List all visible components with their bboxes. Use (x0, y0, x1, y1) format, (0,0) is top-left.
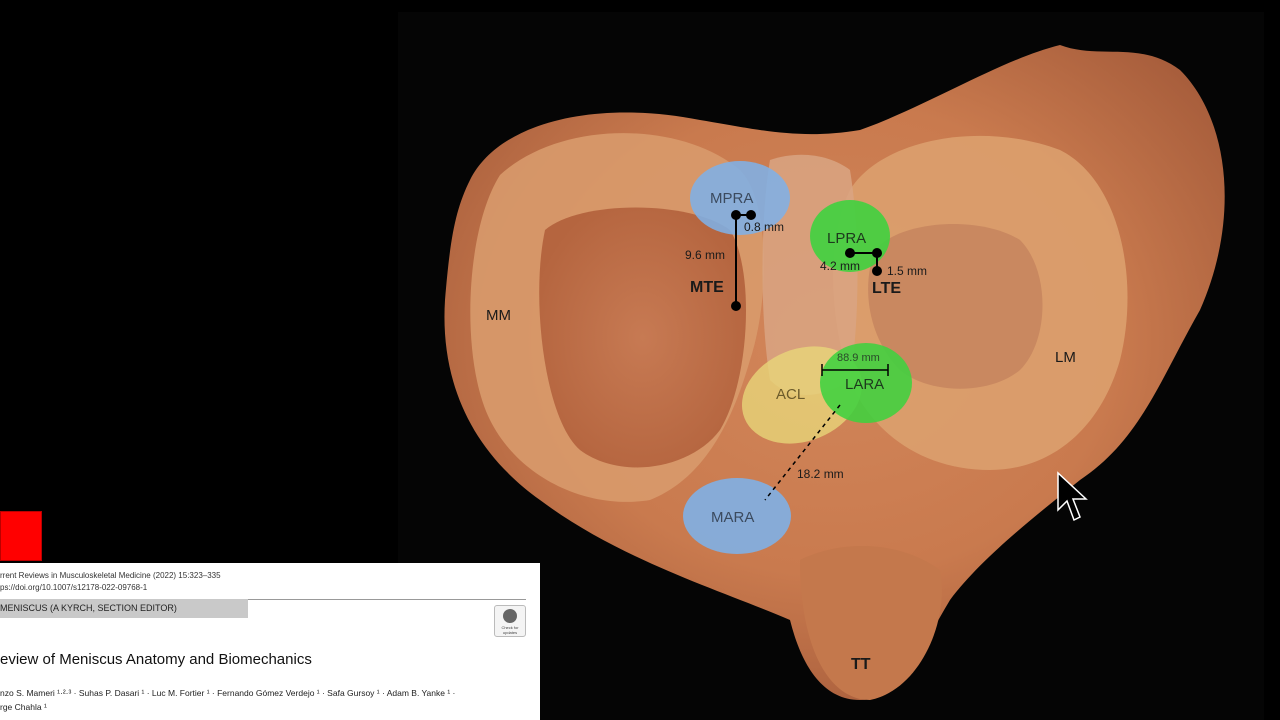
mara-label: MARA (711, 509, 755, 526)
paper-authors-line2: rge Chahla ¹ (0, 702, 47, 712)
medial-plateau (539, 207, 747, 468)
measurement-4-2: 4.2 mm (820, 259, 861, 273)
measurement-0-8: 0.8 mm (744, 220, 785, 234)
lara-marker (820, 343, 912, 423)
mara-marker (683, 478, 791, 554)
lara-label: LARA (845, 376, 885, 393)
measurement-9-6: 9.6 mm (685, 248, 726, 262)
red-square (0, 511, 42, 561)
paper-excerpt: rrent Reviews in Musculoskeletal Medicin… (0, 563, 540, 720)
doi-link: ps://doi.org/10.1007/s12178-022-09768-1 (0, 583, 148, 592)
check-for-updates-badge: Check for updates (494, 605, 526, 637)
acl-label: ACL (776, 386, 806, 403)
lpra-label: LPRA (827, 230, 867, 247)
paper-title: eview of Meniscus Anatomy and Biomechani… (0, 651, 312, 668)
tibial-tuberosity-region (800, 546, 942, 700)
measurement-lines (731, 210, 889, 501)
paper-authors-line1: nzo S. Mameri ¹·²·³ · Suhas P. Dasari ¹ … (0, 688, 455, 698)
badge-text: Check for updates (501, 625, 519, 635)
updates-icon (503, 609, 517, 623)
measurement-1-5: 1.5 mm (887, 264, 928, 278)
mm-label: MM (486, 307, 511, 324)
lte-label: LTE (872, 280, 902, 297)
lateral-plateau (868, 223, 1043, 389)
mte-label: MTE (690, 279, 724, 296)
mpra-label: MPRA (710, 190, 754, 207)
section-header: MENISCUS (A KYRCH, SECTION EDITOR) (0, 599, 248, 618)
section-rule (248, 599, 526, 600)
journal-citation: rrent Reviews in Musculoskeletal Medicin… (0, 571, 221, 580)
authors-text: nzo S. Mameri ¹·²·³ · Suhas P. Dasari ¹ … (0, 688, 456, 698)
measurement-18-2: 18.2 mm (797, 467, 844, 481)
mouse-cursor-icon (1057, 471, 1088, 522)
mpra-marker (690, 161, 790, 235)
measurement-88-9: 88.9 mm (837, 352, 880, 364)
lm-label: LM (1055, 349, 1076, 366)
tt-label: TT (851, 656, 871, 673)
